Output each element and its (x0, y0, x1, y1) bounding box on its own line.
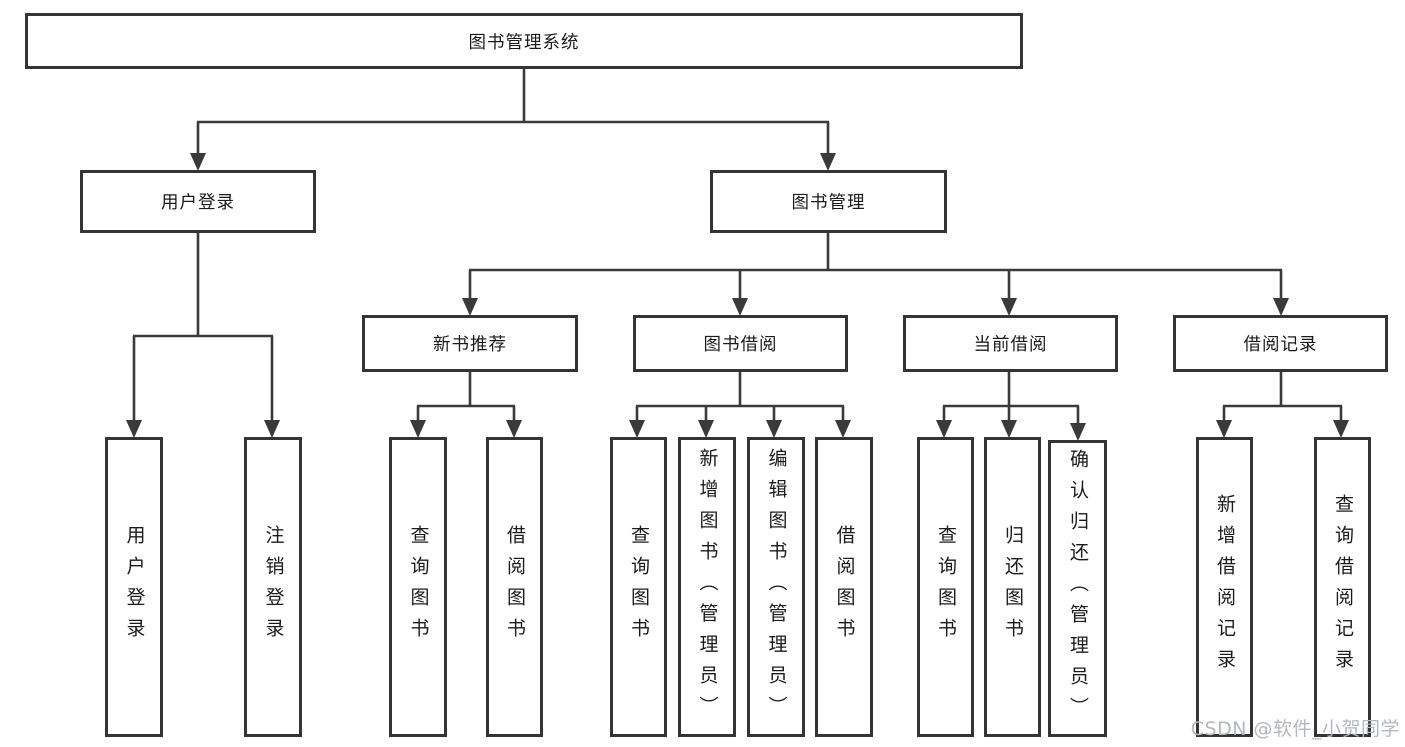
connector-line-group (132, 69, 1343, 425)
leaf-bb-edit-books: 编辑图书（管理员） (747, 437, 805, 737)
node-user-login-label: 用户登录 (161, 193, 235, 213)
node-root: 图书管理系统 (25, 13, 1023, 69)
leaf-br-add-record-label: 新增借阅记录 (1214, 494, 1236, 680)
leaf-logout: 注销登录 (244, 437, 302, 737)
leaf-bb-add-books-label: 新增图书（管理员） (696, 447, 719, 727)
leaf-bb-query-books-label: 查询图书 (628, 525, 650, 649)
leaf-user-login: 用户登录 (105, 437, 163, 737)
node-current-borrowing: 当前借阅 (903, 315, 1118, 372)
node-borrowing-records-label: 借阅记录 (1243, 335, 1318, 355)
node-user-login: 用户登录 (80, 170, 316, 233)
node-root-label: 图书管理系统 (468, 32, 580, 53)
node-new-book-recommend-label: 新书推荐 (433, 335, 507, 355)
leaf-cb-return-books: 归还图书 (984, 437, 1041, 737)
leaf-logout-label: 注销登录 (262, 525, 285, 649)
leaf-bb-borrow-books: 借阅图书 (815, 437, 873, 737)
node-book-borrowing: 图书借阅 (633, 315, 848, 372)
leaf-nb-borrow-books-label: 借阅图书 (504, 525, 526, 649)
csdn-watermark: CSDN @软件_小贺同学 (1190, 718, 1400, 740)
leaf-bb-edit-books-label: 编辑图书（管理员） (765, 447, 788, 727)
leaf-cb-return-books-label: 归还图书 (1002, 525, 1024, 649)
leaf-bb-add-books: 新增图书（管理员） (678, 437, 736, 737)
node-book-borrowing-label: 图书借阅 (703, 335, 778, 355)
node-new-book-recommend: 新书推荐 (362, 315, 578, 372)
node-book-management-label: 图书管理 (791, 193, 866, 213)
leaf-user-login-label: 用户登录 (123, 525, 146, 649)
leaf-bb-borrow-books-label: 借阅图书 (833, 525, 856, 649)
leaf-br-query-record: 查询借阅记录 (1314, 437, 1371, 737)
leaf-cb-confirm-return: 确认归还（管理员） (1048, 440, 1107, 737)
arrowheads (126, 153, 1349, 441)
node-borrowing-records: 借阅记录 (1173, 315, 1388, 372)
leaf-nb-query-books-label: 查询图书 (407, 525, 430, 649)
node-book-management: 图书管理 (710, 170, 947, 233)
leaf-br-add-record: 新增借阅记录 (1196, 437, 1253, 737)
leaf-cb-query-books-label: 查询图书 (935, 525, 957, 649)
leaf-nb-borrow-books: 借阅图书 (486, 437, 543, 737)
leaf-bb-query-books: 查询图书 (610, 437, 667, 737)
leaf-cb-confirm-return-label: 确认归还（管理员） (1067, 449, 1089, 728)
leaf-nb-query-books: 查询图书 (389, 437, 447, 737)
leaf-br-query-record-label: 查询借阅记录 (1332, 494, 1354, 680)
leaf-cb-query-books: 查询图书 (917, 437, 974, 737)
node-current-borrowing-label: 当前借阅 (973, 335, 1048, 355)
